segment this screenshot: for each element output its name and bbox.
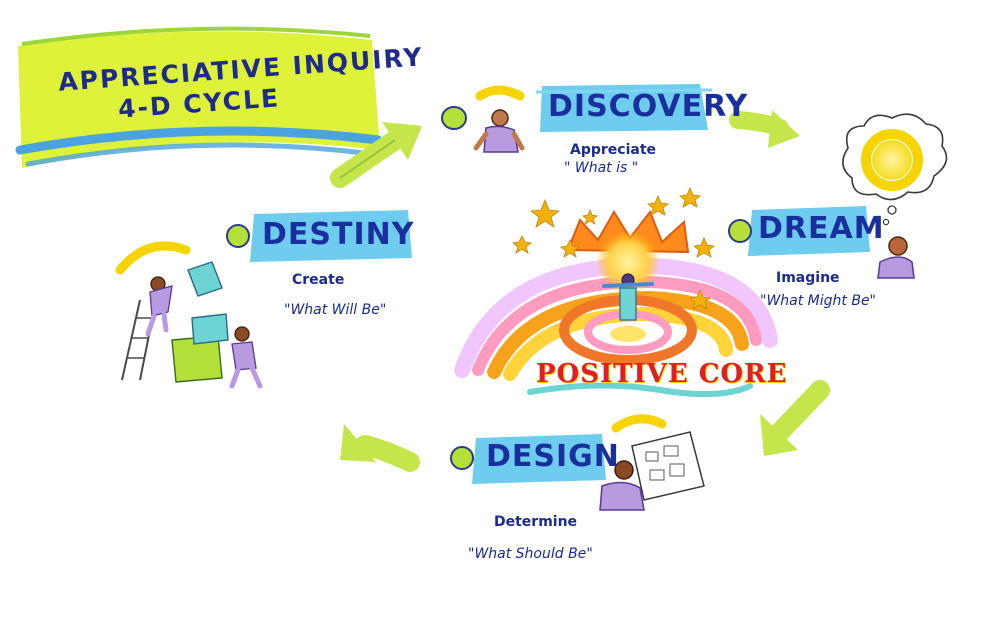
- discovery-phrase: " What is ": [564, 160, 639, 176]
- dream-banner: [748, 206, 870, 256]
- person-icon: [602, 273, 654, 321]
- positive-core-illustration: [454, 209, 778, 398]
- discovery-verb: Appreciate: [570, 142, 657, 158]
- destiny-label: DESTINY: [262, 217, 415, 252]
- arrow-icon: [729, 110, 800, 148]
- sun-icon: [441, 85, 525, 130]
- destiny-verb: Create: [292, 272, 345, 288]
- person-icon: [877, 236, 915, 279]
- discovery-label: DISCOVERY: [548, 89, 749, 124]
- dream-phrase: "What Might Be": [760, 293, 876, 309]
- arrow-icon: [330, 122, 422, 188]
- design-phrase: "What Should Be": [468, 546, 593, 562]
- discovery-banner: [535, 84, 713, 132]
- blocks-icon: [171, 261, 229, 383]
- thought-bubble-icon: [842, 113, 948, 226]
- arrow-icon: [760, 380, 830, 456]
- destiny-phrase: "What Will Be": [284, 302, 387, 318]
- sun-icon: [728, 219, 752, 243]
- sun-icon: [450, 414, 667, 470]
- dream-verb: Imagine: [776, 270, 840, 286]
- person-icon: [473, 109, 525, 153]
- sun-icon: [115, 224, 250, 275]
- ladder-icon: [121, 299, 157, 381]
- person-icon: [599, 460, 645, 511]
- blueprint-icon: [631, 431, 705, 501]
- person-icon: [145, 276, 173, 337]
- design-label: DESIGN: [486, 439, 620, 474]
- design-banner: [472, 434, 606, 484]
- person-icon: [229, 326, 263, 389]
- stars-icon: [512, 186, 715, 310]
- dream-label: DREAM: [758, 211, 885, 246]
- title-banner: [15, 26, 383, 168]
- design-verb: Determine: [494, 514, 578, 530]
- destiny-banner: [250, 210, 412, 262]
- positive-core-label: POSITIVE CORE: [536, 359, 788, 389]
- arrow-icon: [340, 424, 420, 472]
